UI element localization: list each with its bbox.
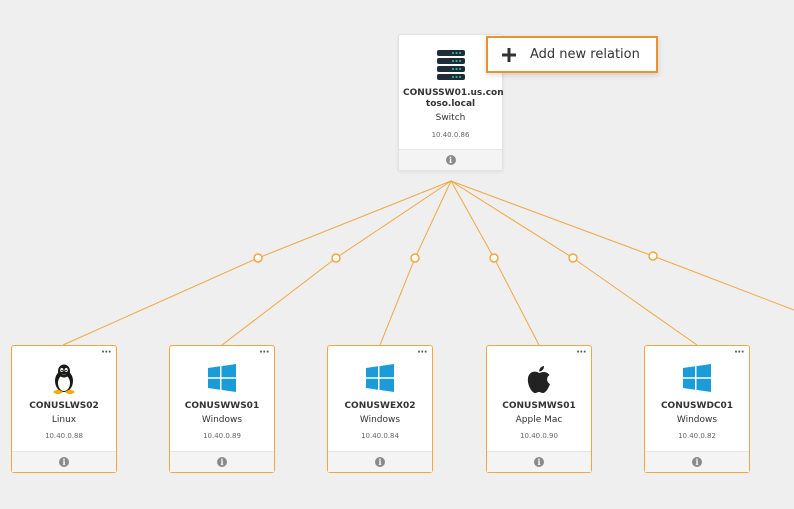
relation-line xyxy=(450,180,698,346)
more-options-icon[interactable]: ··· xyxy=(576,347,586,358)
device-name: CONUSMWS01 xyxy=(502,401,576,411)
info-icon[interactable]: i xyxy=(375,457,385,467)
device-card[interactable]: ··· CONUSLWS02 Linux 10.40.0.88 i xyxy=(11,345,117,473)
device-name: CONUSWWS01 xyxy=(184,401,260,411)
relation-handle[interactable] xyxy=(331,253,341,263)
device-ip: 10.40.0.90 xyxy=(520,432,558,440)
device-card[interactable]: ··· CONUSMWS01 Apple Mac 10.40.0.90 i xyxy=(486,345,592,473)
relation-line xyxy=(450,180,794,311)
card-footer: i xyxy=(170,451,274,472)
device-type: Apple Mac xyxy=(515,415,563,425)
windows-logo-icon xyxy=(328,364,432,392)
device-name: CONUSWEX02 xyxy=(344,401,416,411)
add-new-relation-label: Add new relation xyxy=(530,47,640,62)
device-name: CONUSWDC01 xyxy=(660,401,734,411)
device-ip: 10.40.0.88 xyxy=(45,432,83,440)
info-icon[interactable]: i xyxy=(534,457,544,467)
card-footer: i xyxy=(645,451,749,472)
more-options-icon[interactable]: ··· xyxy=(259,347,269,358)
card-footer: i xyxy=(399,149,502,170)
apple-logo-icon xyxy=(487,364,591,394)
device-card[interactable]: ··· CONUSWDC01 Windows 10.40.0.82 i xyxy=(644,345,750,473)
device-ip: 10.40.0.86 xyxy=(431,131,470,139)
relation-handle[interactable] xyxy=(648,251,658,261)
info-icon[interactable]: i xyxy=(692,457,702,467)
card-footer: i xyxy=(12,451,116,472)
windows-logo-icon xyxy=(645,364,749,392)
info-icon[interactable]: i xyxy=(217,457,227,467)
relation-line xyxy=(450,180,540,346)
device-type: Windows xyxy=(676,415,718,425)
device-name: CONUSSW01.us.con toso.local xyxy=(403,88,504,109)
plus-icon xyxy=(502,47,518,63)
relation-line xyxy=(62,180,452,346)
linux-tux-icon xyxy=(12,364,116,394)
relation-line xyxy=(221,180,452,346)
more-options-icon[interactable]: ··· xyxy=(417,347,427,358)
more-options-icon[interactable]: ··· xyxy=(734,347,744,358)
device-name: CONUSLWS02 xyxy=(29,401,99,411)
windows-logo-icon xyxy=(170,364,274,392)
relation-handle[interactable] xyxy=(253,253,263,263)
info-icon[interactable]: i xyxy=(445,155,456,165)
root-device-card[interactable]: CONUSSW01.us.con toso.local Switch 10.40… xyxy=(398,34,504,171)
device-card[interactable]: ··· CONUSWWS01 Windows 10.40.0.89 i xyxy=(169,345,275,473)
relation-handle[interactable] xyxy=(568,253,578,263)
device-ip: 10.40.0.82 xyxy=(678,432,716,440)
more-options-icon[interactable]: ··· xyxy=(101,347,111,358)
device-card[interactable]: ··· CONUSWEX02 Windows 10.40.0.84 i xyxy=(327,345,433,473)
device-type: Windows xyxy=(201,415,243,425)
device-ip: 10.40.0.84 xyxy=(361,432,399,440)
info-icon[interactable]: i xyxy=(59,457,69,467)
add-new-relation-button[interactable]: Add new relation xyxy=(486,36,658,73)
relation-handle[interactable] xyxy=(410,253,420,263)
device-type: Windows xyxy=(359,415,401,425)
relation-handle[interactable] xyxy=(489,253,499,263)
card-footer: i xyxy=(328,451,432,472)
device-type: Switch xyxy=(435,113,466,123)
device-ip: 10.40.0.89 xyxy=(203,432,241,440)
server-stack-icon xyxy=(399,50,502,80)
card-footer: i xyxy=(487,451,591,472)
device-type: Linux xyxy=(51,415,77,425)
